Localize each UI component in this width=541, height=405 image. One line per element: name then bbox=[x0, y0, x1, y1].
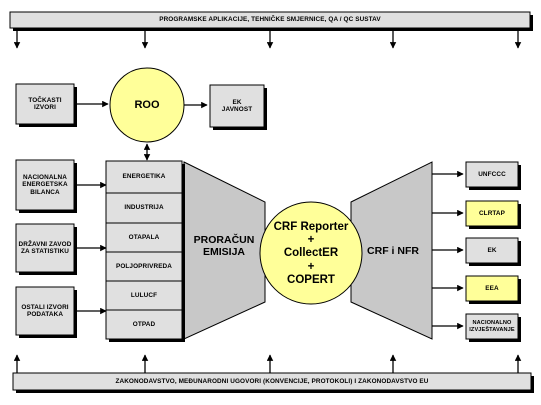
other-sources-label: OSTALI IZVORI PODATAKA bbox=[21, 303, 69, 318]
ek-public-box bbox=[209, 84, 267, 130]
eea-box bbox=[465, 275, 521, 304]
top-bar-arrows bbox=[13, 28, 522, 49]
bottom-bar-arrows bbox=[13, 354, 522, 373]
top-bar-label: PROGRAMSKE APLIKACIJE, TEHNIČKE SMJERNIC… bbox=[159, 16, 381, 24]
statistics-label: DRŽAVNI ZAVOD ZA STATISTIKU bbox=[18, 240, 72, 255]
sector-lulucf: LULUCF bbox=[130, 291, 158, 299]
national-reporting-box bbox=[465, 313, 521, 342]
roo-label: ROO bbox=[134, 98, 160, 111]
tools-label: CRF Reporter + CollectER + COPERT bbox=[262, 216, 360, 292]
energy-balance-box bbox=[15, 159, 77, 213]
sector-industry: INDUSTRIJA bbox=[124, 204, 164, 212]
sector-waste: OTPAD bbox=[132, 320, 156, 328]
tool-plus-1: + bbox=[307, 234, 315, 247]
other-sources-box bbox=[15, 286, 77, 338]
tool-collecter: CollectER bbox=[283, 247, 339, 260]
unfccc-box bbox=[465, 161, 521, 190]
sector-agriculture: POLJOPRIVREDA bbox=[116, 262, 172, 270]
source-arrows bbox=[77, 100, 109, 315]
recipient-arrows bbox=[432, 170, 464, 330]
recipient-ek: EK bbox=[487, 246, 497, 254]
sector-column bbox=[105, 160, 185, 342]
recipient-clrtap: CLRTAP bbox=[478, 209, 506, 217]
recipient-unfccc: UNFCCC bbox=[478, 170, 506, 178]
point-sources-box bbox=[15, 83, 77, 127]
statistics-box bbox=[15, 223, 77, 275]
tool-copert: COPERT bbox=[287, 273, 335, 286]
sector-solvents: OTAPALA bbox=[128, 233, 160, 241]
bottom-bar bbox=[12, 372, 534, 393]
recipient-eea: EEA bbox=[485, 284, 499, 292]
tool-plus-2: + bbox=[307, 260, 315, 273]
ek-public-label: EK JAVNOST bbox=[221, 98, 253, 113]
tool-crf-reporter: CRF Reporter bbox=[273, 220, 349, 233]
energy-balance-label: NACIONALNA ENERGETSKA BILANCA bbox=[22, 173, 68, 196]
bottom-bar-label: ZAKONODAVSTVO, MEĐUNARODNI UGOVORI (KONV… bbox=[115, 377, 429, 385]
output-label: CRF i NFR bbox=[367, 244, 419, 257]
clrtap-box bbox=[465, 200, 521, 229]
tools-circle bbox=[259, 201, 363, 305]
ek-box bbox=[465, 237, 521, 266]
recipient-national-reporting: NACIONALNO IZVJEŠTAVANJE bbox=[469, 320, 515, 333]
calculation-label: PRORAČUN EMISIJA bbox=[193, 233, 255, 258]
sector-energy: ENERGETIKA bbox=[122, 173, 166, 181]
point-sources-label: TOČKASTI IZVORI bbox=[28, 96, 62, 111]
